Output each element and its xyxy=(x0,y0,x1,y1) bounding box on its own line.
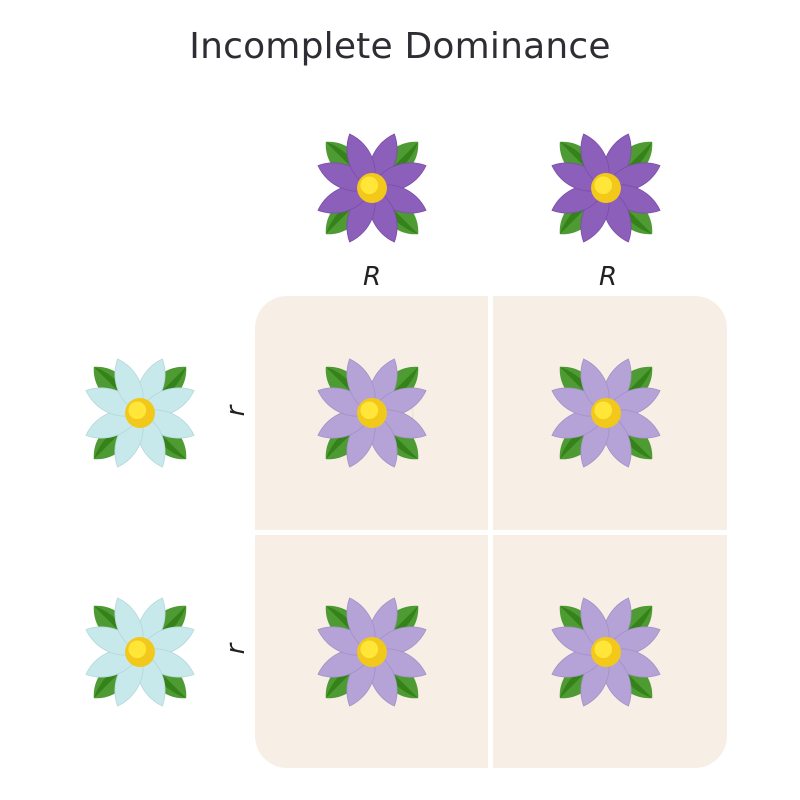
punnett-cell-4-flower xyxy=(538,584,674,720)
flower-icon xyxy=(551,133,661,243)
top-allele-1: R xyxy=(362,262,382,292)
flower-icon xyxy=(551,358,661,468)
punnett-cell-1-flower xyxy=(304,345,440,481)
flower-icon xyxy=(317,358,427,468)
top-parent-flower-1 xyxy=(304,120,440,256)
punnett-cell-3-flower xyxy=(304,584,440,720)
top-parent-flower-2 xyxy=(538,120,674,256)
flower-icon xyxy=(85,358,195,468)
punnett-cell-2-flower xyxy=(538,345,674,481)
page-title: Incomplete Dominance xyxy=(189,26,611,67)
top-allele-2: R xyxy=(598,262,618,292)
left-allele-2: r xyxy=(221,643,251,655)
flower-icon xyxy=(317,133,427,243)
flower-icon xyxy=(317,597,427,707)
left-allele-1: r xyxy=(221,405,251,417)
flower-icon xyxy=(551,597,661,707)
left-parent-flower-1 xyxy=(72,345,208,481)
punnett-divider-horizontal xyxy=(255,530,727,535)
left-parent-flower-2 xyxy=(72,584,208,720)
flower-icon xyxy=(85,597,195,707)
